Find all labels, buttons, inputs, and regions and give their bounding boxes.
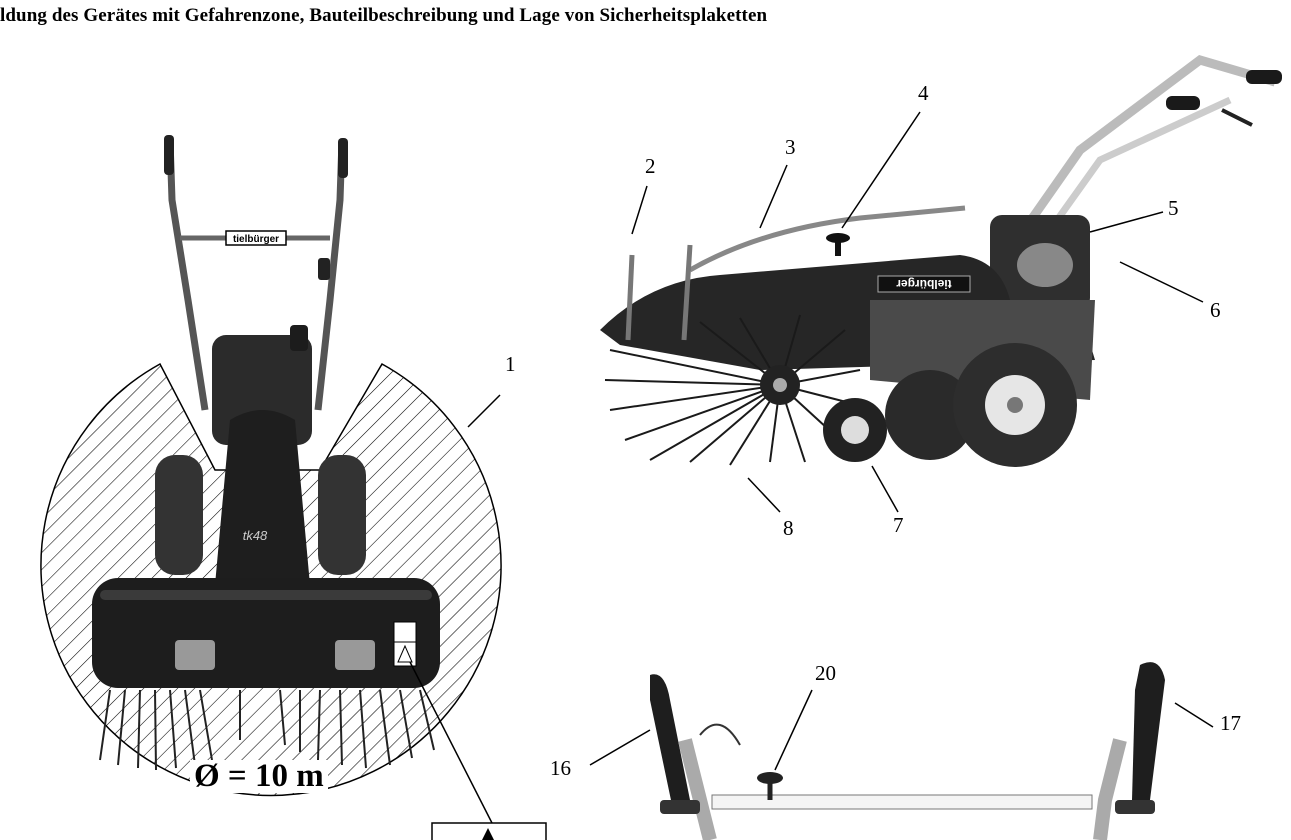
leader-line-16 [589,729,651,766]
side-grip-lower [1166,96,1200,110]
detail-view-handlebar [650,662,1165,840]
leader-line-3 [759,164,788,229]
side-front-rod-left [625,254,635,341]
leader-line-2 [631,185,648,235]
leader-line-8 [747,477,781,513]
side-engine-cover [1017,243,1073,287]
leader-line-1 [467,394,501,428]
callout-20: 20 [815,661,836,685]
front-grip-left [164,135,174,175]
leader-line-7 [871,465,899,513]
detail-cable [699,723,741,746]
front-safety-label [393,621,417,667]
callout-2: 2 [645,154,656,178]
front-housing-bracket-left [175,640,215,670]
side-brand-text: tielbürger [896,277,952,291]
leader-line-6 [1119,261,1204,303]
side-guide-wheel-hub [841,416,869,444]
front-view-sweeper: tielbürger tk48 [92,135,440,771]
leader-line-5 [1089,211,1164,233]
safety-label-box-warning-icon [482,828,494,840]
detail-grip-left [650,674,690,805]
front-brand-text: tielbürger [233,234,279,245]
detail-crossbar [711,794,1093,810]
callout-1: 1 [505,352,516,376]
side-clutch-lever [1221,108,1253,127]
front-wheel-left [155,455,203,575]
side-brand-plate [877,275,971,293]
leader-line-17 [1174,702,1214,728]
detail-frame-left [678,738,717,840]
callout-17: 17 [1220,711,1241,735]
leader-line-20 [774,689,813,771]
side-view-sweeper: tielbürger [600,55,1282,467]
callout-4: 4 [918,81,929,105]
side-front-rod-right [681,244,693,341]
front-brush-housing-highlight [100,590,432,600]
side-drive-wheel-rear [885,370,975,460]
callout-5: 5 [1168,196,1179,220]
callout-16: 16 [550,756,571,780]
detail-knob-20 [757,772,783,784]
front-housing-bracket-right [335,640,375,670]
detail-lever-right [1115,800,1155,814]
front-safety-label-warning-icon [397,644,413,663]
hazard-zone-diameter-label: Ø = 10 m [190,760,328,793]
side-grip-upper [1246,70,1282,84]
side-brush-hub-center [773,378,787,392]
side-drive-wheel-axle [1007,397,1023,413]
leader-line-safety-label [409,661,493,824]
leader-line-4 [841,111,921,229]
front-throttle-lever [318,258,330,280]
front-handlebar-left [166,139,209,411]
detail-frame-right [1093,738,1127,840]
figure-title: ldung des Gerätes mit Gefahrenzone, Baut… [0,5,768,26]
front-grip-right [338,138,348,178]
callout-6: 6 [1210,298,1221,322]
detail-grip-right [1132,662,1165,800]
front-badge: tk48 [243,528,268,543]
front-wheel-right [318,455,366,575]
callout-8: 8 [783,516,794,540]
front-brush [99,689,435,771]
callout-7: 7 [893,513,904,537]
callout-3: 3 [785,135,796,159]
front-air-filter [290,325,308,351]
front-brand-plate [225,230,287,246]
side-adjust-knob [826,233,850,243]
detail-lever-left [660,800,700,814]
